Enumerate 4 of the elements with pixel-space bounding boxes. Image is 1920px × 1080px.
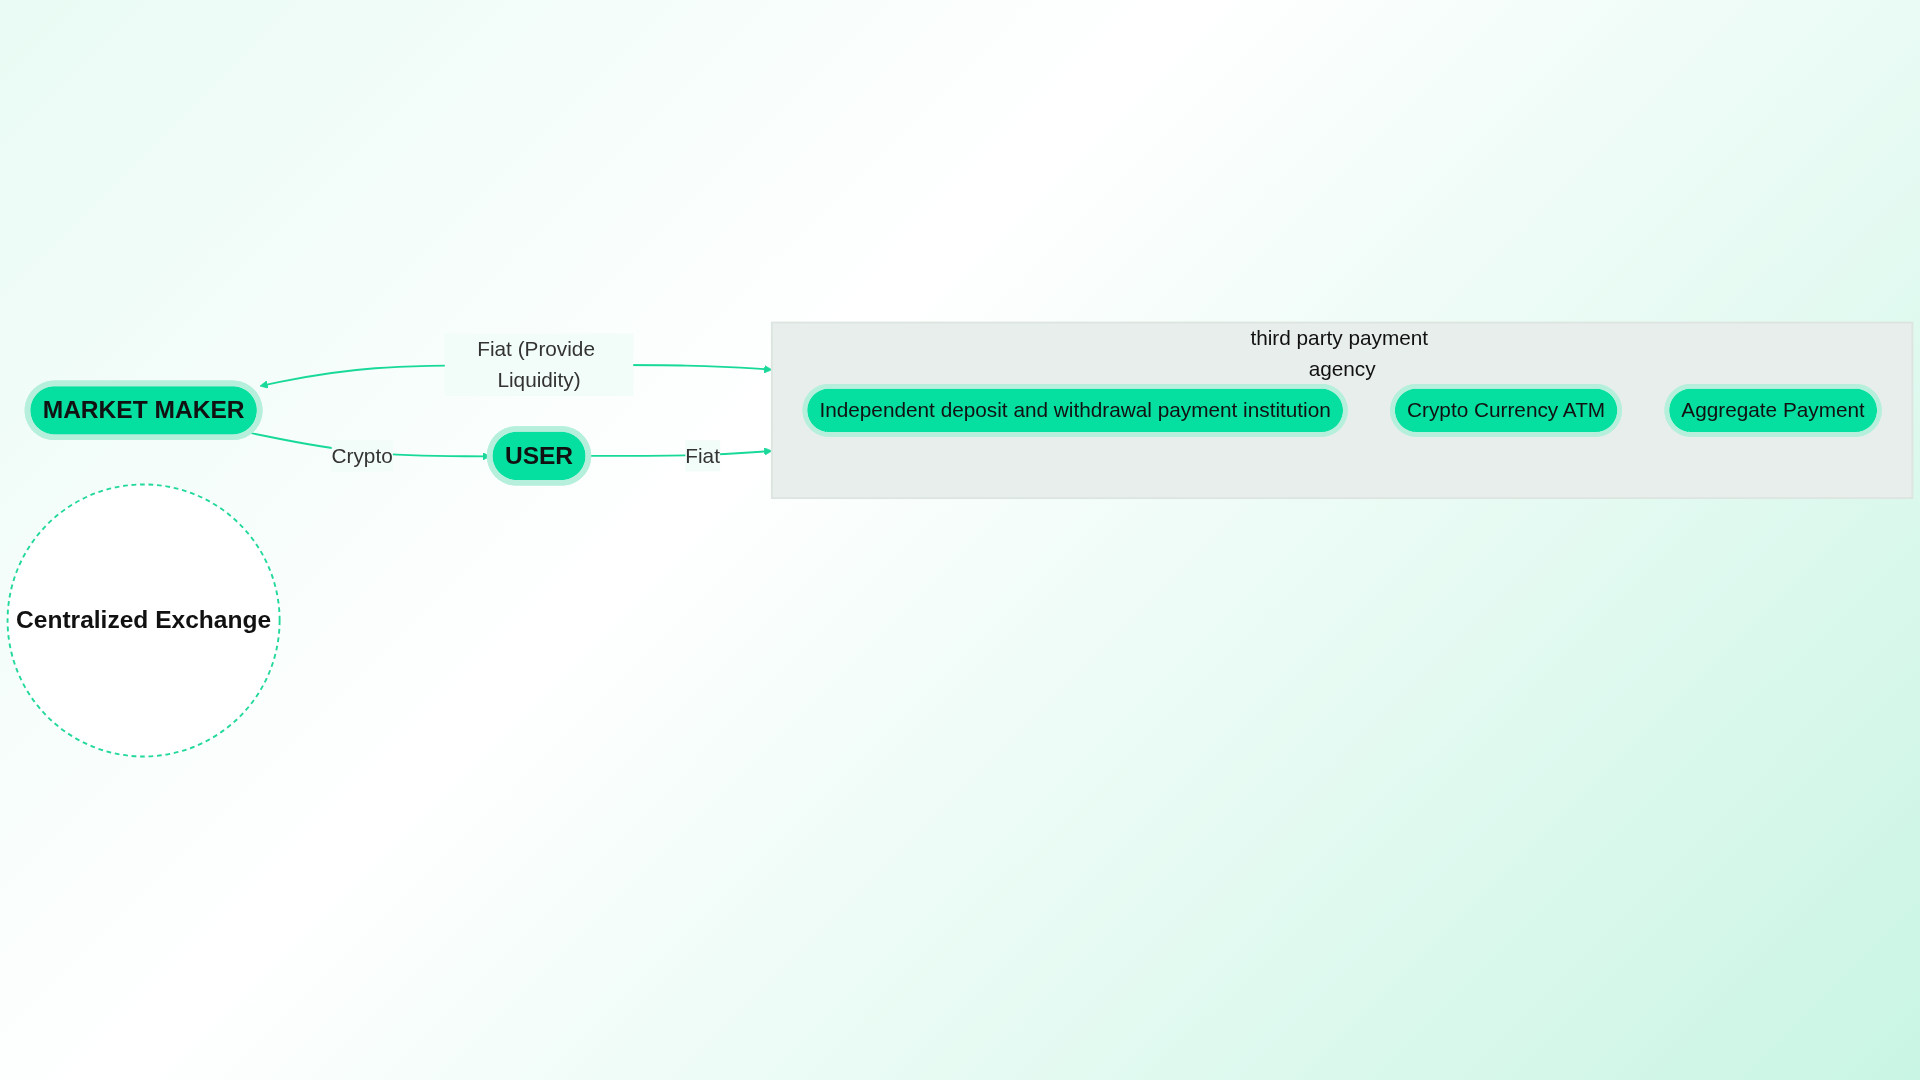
- edge-label: Fiat (Provide Liquidity): [477, 337, 595, 393]
- edge-label: Crypto: [331, 444, 393, 469]
- edge-label: Fiat: [685, 444, 720, 469]
- node-circle: Centralized Exchange: [6, 483, 281, 758]
